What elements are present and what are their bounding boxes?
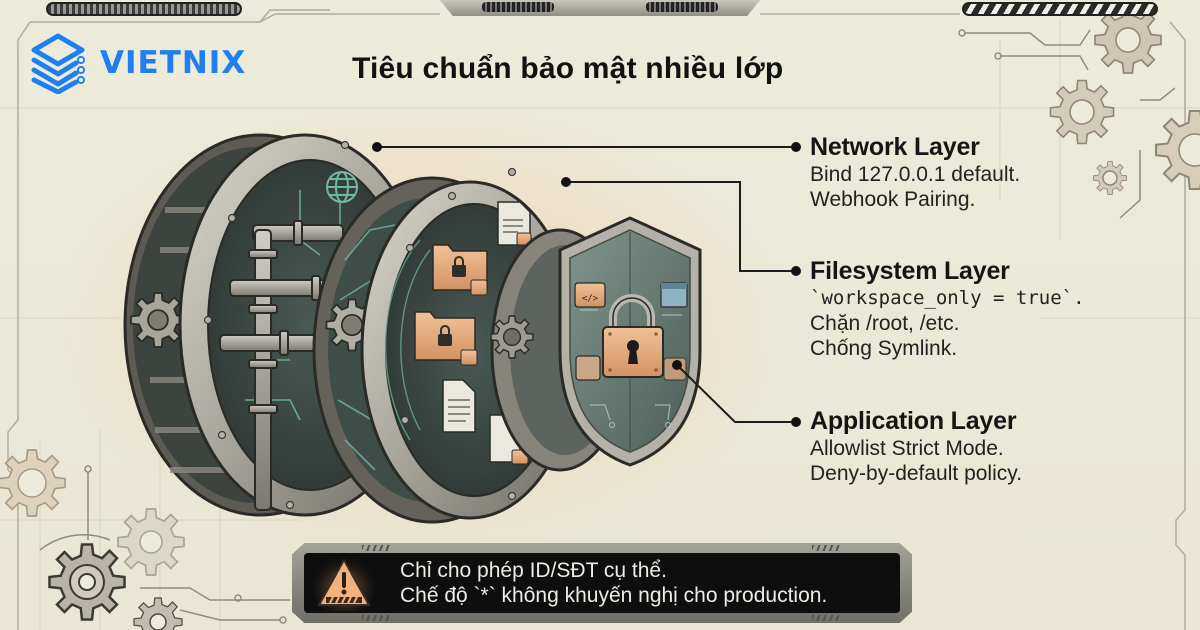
frame-stripes-decor [962, 2, 1158, 16]
callout-line: Webhook Pairing. [810, 188, 976, 211]
warning-line: Chỉ cho phép ID/SĐT cụ thể. [400, 559, 667, 582]
stacked-layers-icon [31, 33, 85, 94]
security-layers-illustration: </> [123, 133, 702, 524]
callout-application-layer: Application Layer Allowlist Strict Mode.… [810, 406, 1022, 486]
warning-triangle-icon [314, 555, 374, 611]
folder-lock-icon [432, 244, 488, 296]
gear-window-icon [575, 355, 601, 381]
brand-logo[interactable]: VIETNIX [30, 32, 246, 94]
page-title: Tiêu chuẩn bảo mật nhiều lớp [352, 52, 784, 85]
frame-vent-decor [46, 2, 242, 16]
callout-title: Filesystem Layer [810, 257, 1010, 285]
document-lock-icon [497, 201, 532, 246]
callout-line: Bind 127.0.0.1 default. [810, 163, 1021, 186]
warning-line: Chế độ `*` không khuyến nghị cho product… [400, 584, 828, 607]
application-layer-shield: </> [490, 216, 702, 472]
globe-icon [326, 171, 358, 203]
callout-line: Chống Symlink. [810, 337, 958, 360]
callout-title: Application Layer [810, 407, 1017, 435]
brand-name: VIETNIX [100, 45, 247, 81]
frame-plate-decor [440, 0, 760, 16]
code-window-icon: </> [574, 282, 606, 308]
svg-text:</>: </> [582, 294, 599, 304]
callout-filesystem-layer: Filesystem Layer `workspace_only = true`… [810, 256, 1085, 361]
callout-title: Network Layer [810, 133, 980, 161]
callout-line: Chặn /root, /etc. [810, 312, 960, 335]
document-icon [442, 379, 476, 433]
callout-line: Deny-by-default policy. [810, 462, 1023, 485]
padlock-icon [602, 294, 664, 378]
gear-icon [1094, 6, 1162, 74]
callout-line-code: `workspace_only = true`. [810, 287, 1085, 309]
settings-window-icon [660, 282, 688, 308]
callout-line: Allowlist Strict Mode. [810, 437, 1004, 460]
folder-lock-icon [414, 311, 478, 366]
warning-text: Chỉ cho phép ID/SĐT cụ thể. Chế độ `*` k… [400, 558, 827, 608]
warning-banner: Chỉ cho phép ID/SĐT cụ thể. Chế độ `*` k… [292, 543, 912, 623]
callout-network-layer: Network Layer Bind 127.0.0.1 default. We… [810, 132, 1020, 212]
